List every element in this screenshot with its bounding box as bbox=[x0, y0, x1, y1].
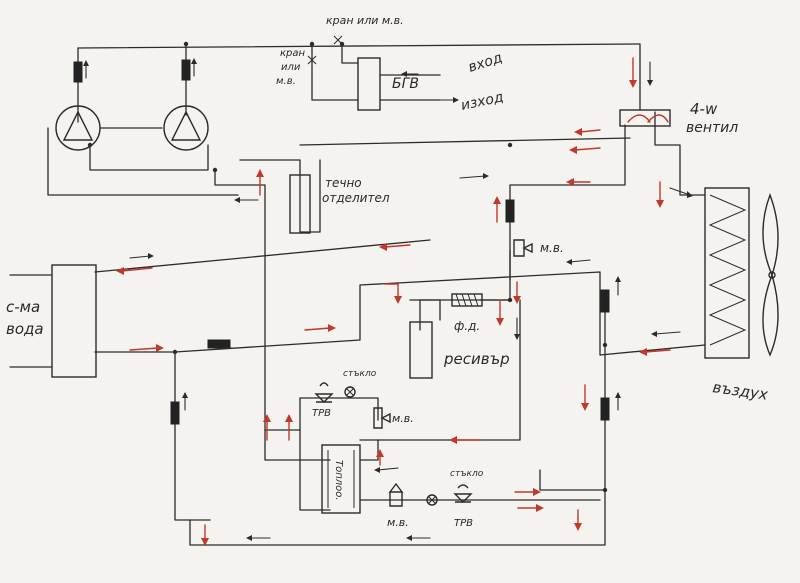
label-valve-top: кран или м.в. bbox=[326, 14, 404, 27]
red-flow-arrows bbox=[116, 57, 671, 546]
filter-5 bbox=[600, 397, 610, 421]
label-bgv: БГВ bbox=[392, 76, 419, 92]
valve-cross-top bbox=[333, 35, 343, 45]
label-receiver: ресивър bbox=[443, 350, 510, 368]
bgv-heat-exchanger bbox=[357, 57, 381, 111]
solenoid-valve-right bbox=[513, 239, 533, 257]
valve-cross-left bbox=[307, 55, 317, 65]
label-water-hx-2: вода bbox=[6, 320, 44, 338]
junction-nodes bbox=[87, 41, 608, 493]
filter-7 bbox=[207, 339, 231, 349]
label-valve-left-3: м.в. bbox=[276, 76, 296, 87]
label-outlet: изход bbox=[460, 89, 505, 114]
sight-glass-1 bbox=[344, 386, 356, 398]
label-valve-left-2: или bbox=[281, 62, 301, 73]
label-water-hx-1: с-ма bbox=[6, 298, 40, 316]
label-air: въздух bbox=[711, 378, 769, 404]
sight-glass-2 bbox=[426, 494, 438, 506]
label-valve-left-1: кран bbox=[280, 48, 306, 59]
liquid-separator bbox=[289, 174, 311, 234]
filter-4 bbox=[600, 289, 610, 313]
label-trv-1: ТРВ bbox=[312, 408, 331, 419]
plate-heat-exchanger bbox=[321, 444, 361, 514]
trv-2 bbox=[453, 484, 473, 503]
label-four-way-2: вентил bbox=[686, 120, 738, 136]
solenoid-valve-bottom bbox=[388, 482, 404, 507]
compressor-2 bbox=[163, 105, 209, 151]
label-plate-hx: Топлоо. bbox=[333, 460, 344, 501]
four-way-valve bbox=[619, 109, 671, 127]
filter-6 bbox=[170, 401, 180, 425]
trv-1 bbox=[314, 382, 334, 403]
label-mv-bottom: м.в. bbox=[387, 516, 409, 529]
black-flow-arrows bbox=[83, 58, 693, 541]
filter-2 bbox=[181, 59, 191, 81]
label-four-way-1: 4-w bbox=[690, 100, 718, 118]
filter-3 bbox=[505, 199, 515, 223]
air-coil bbox=[704, 187, 750, 359]
water-heat-exchanger bbox=[51, 264, 97, 378]
label-sight-glass-1: стъкло bbox=[343, 369, 377, 379]
labels: кран или м.в. кран или м.в. БГВ вход изх… bbox=[6, 14, 769, 529]
label-mv-right: м.в. bbox=[540, 241, 564, 255]
filter-drier bbox=[451, 293, 483, 307]
compressor-1 bbox=[55, 105, 101, 151]
label-liquid-separator-2: отделител bbox=[322, 191, 390, 205]
label-liquid-separator-1: течно bbox=[325, 176, 362, 190]
label-trv-2: ТРВ bbox=[454, 518, 473, 529]
fan-icon bbox=[762, 193, 779, 357]
receiver bbox=[409, 321, 433, 379]
label-filter-drier: ф.д. bbox=[454, 319, 480, 333]
label-sight-glass-2: стъкло bbox=[450, 469, 484, 479]
label-inlet: вход bbox=[466, 50, 504, 76]
filter-1 bbox=[73, 61, 83, 83]
label-mv-mid: м.в. bbox=[392, 412, 414, 425]
solenoid-valve-mid bbox=[373, 407, 391, 429]
